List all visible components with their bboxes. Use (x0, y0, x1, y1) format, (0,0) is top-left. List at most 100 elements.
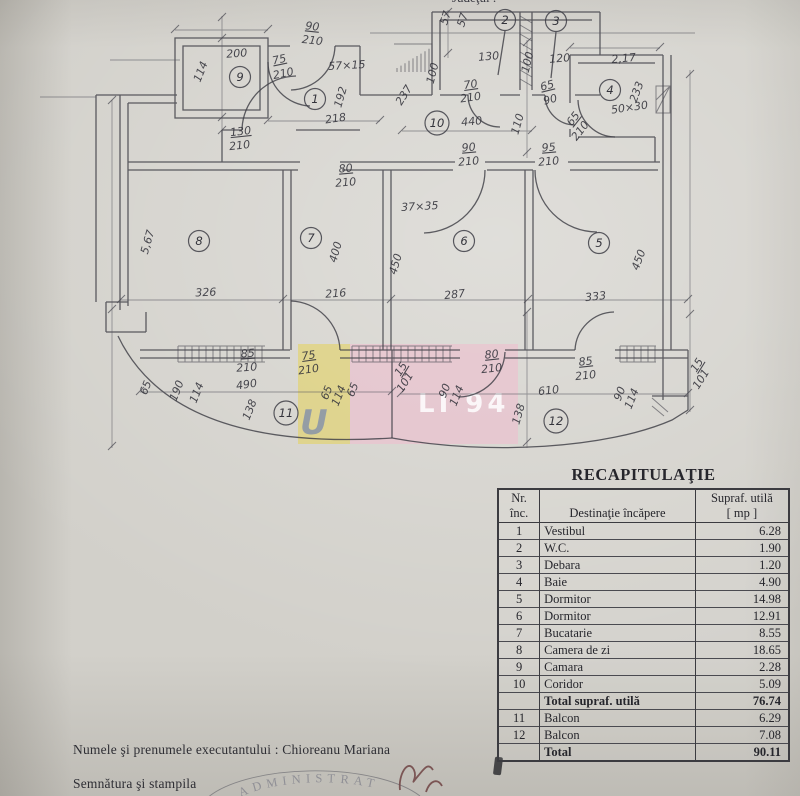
dimension-label: 130 (478, 49, 500, 64)
cell-dest: Bucatarie (539, 624, 696, 642)
dimension-label: 138 (509, 402, 527, 426)
cell-dest: Dormitor (539, 607, 696, 625)
cell-nr (498, 744, 540, 762)
cell-dest: Vestibul (539, 522, 696, 540)
room-number: 6 (460, 234, 467, 248)
door-arc (534, 169, 598, 233)
header-nr: Nr. înc. (498, 489, 540, 523)
cell-dest: Total (539, 743, 696, 761)
signature-stroke (398, 765, 443, 793)
dimension-label: 37×35 (401, 199, 439, 214)
cell-dest: Total supraf. utilă (539, 692, 696, 710)
room-number: 10 (430, 116, 445, 130)
hatch-lines (619, 345, 656, 363)
dimension-label: 2,17 (611, 51, 637, 66)
dimension-label: 80 (338, 161, 353, 175)
room-number-circle (303, 87, 327, 111)
room-number-circle (544, 9, 568, 33)
dimension-label: 114 (191, 60, 211, 84)
dimension-label: 210 (335, 175, 357, 190)
cell-nr: 7 (515, 626, 523, 640)
executor-name-line: Numele şi prenumele executantului : Chio… (73, 742, 391, 757)
cell-mp: 6.29 (694, 709, 789, 727)
dimension-label: 130 (230, 124, 252, 139)
room-number-circle (493, 8, 517, 32)
dimension-lines (40, 7, 695, 451)
dimension-label: 100 (424, 61, 442, 85)
room-number: 9 (236, 70, 243, 84)
dimension-label: 90 (305, 19, 320, 33)
dimension-label: 85 (240, 347, 255, 361)
stamp: ADMINISTRAT (208, 770, 421, 796)
header-nr-line2: înc. (509, 506, 529, 520)
balcony-12-curve (391, 409, 689, 449)
recap-table: Nr. înc. Destinaţie încăpere Supraf. uti… (497, 488, 790, 762)
dimension-label: 65 (344, 381, 361, 399)
room-number: 12 (549, 414, 564, 428)
cell-mp: 2.28 (694, 658, 789, 676)
cell-nr: 2 (515, 541, 523, 555)
cell-mp: 5.09 (694, 675, 789, 693)
dimension-label: 90 (611, 385, 628, 403)
door-arc (423, 169, 486, 234)
door-arc (241, 75, 297, 131)
stamp-textpath: ADMINISTRAT (236, 771, 375, 796)
door-arc (577, 99, 616, 138)
cell-nr: 10 (512, 677, 526, 691)
header-supraf: Supraf. utilă [ mp ] (694, 489, 789, 523)
dimension-label: 90 (461, 140, 476, 154)
cell-dest: Coridor (539, 675, 696, 693)
dimension-label: 80 (484, 347, 499, 361)
cell-nr: 5 (515, 592, 523, 606)
room-number-circle (598, 78, 622, 102)
walls (95, 11, 689, 449)
cell-mp: 76.74 (694, 692, 789, 710)
cell-nr: 3 (515, 558, 523, 572)
room-number-circle (187, 229, 211, 253)
cell-dest: Camara (539, 658, 696, 676)
dimension-line (40, 10, 695, 448)
dimension-label: 120 (549, 51, 571, 66)
room-number: 11 (279, 406, 294, 420)
county-label-partial: Judeţul : (452, 0, 496, 6)
dimension-label: 216 (325, 286, 347, 300)
dimension-label: 100 (519, 50, 537, 74)
dimension-label: 210 (481, 361, 503, 376)
stamp-text: ADMINISTRAT (236, 771, 380, 796)
dimension-label: 5,67 (138, 228, 157, 255)
dimension-label: 65 (137, 379, 154, 397)
header-nr-line1: Nr. (511, 491, 527, 505)
dimension-label: 210 (301, 33, 323, 48)
watermark-letter: U (300, 403, 328, 443)
recap-header: Nr. înc. Destinaţie încăpere Supraf. uti… (498, 489, 789, 523)
room-number-circle (299, 226, 323, 250)
room-number: 7 (307, 231, 315, 245)
wall-lines (95, 11, 689, 438)
wall-hatch-group (177, 15, 656, 363)
door-arc (544, 94, 576, 126)
cell-mp: 90.11 (694, 743, 789, 761)
stamp-outline (208, 770, 421, 796)
cell-nr: 11 (513, 711, 526, 725)
room-number: 8 (195, 234, 202, 248)
dimension-label: 610 (538, 383, 560, 398)
room-number: 3 (552, 14, 559, 28)
cell-nr: 1 (515, 524, 523, 538)
cell-nr: 12 (512, 728, 526, 742)
dimension-label: 190 (167, 379, 187, 403)
cell-nr: 4 (515, 575, 523, 589)
dimension-label: 210 (297, 362, 320, 378)
recap-title: RECAPITULAŢIE (571, 465, 716, 484)
dimension-label: 210 (458, 154, 480, 169)
dimension-label: 200 (226, 46, 248, 60)
dimension-label: 440 (461, 114, 483, 129)
room-number-circle (273, 400, 299, 426)
